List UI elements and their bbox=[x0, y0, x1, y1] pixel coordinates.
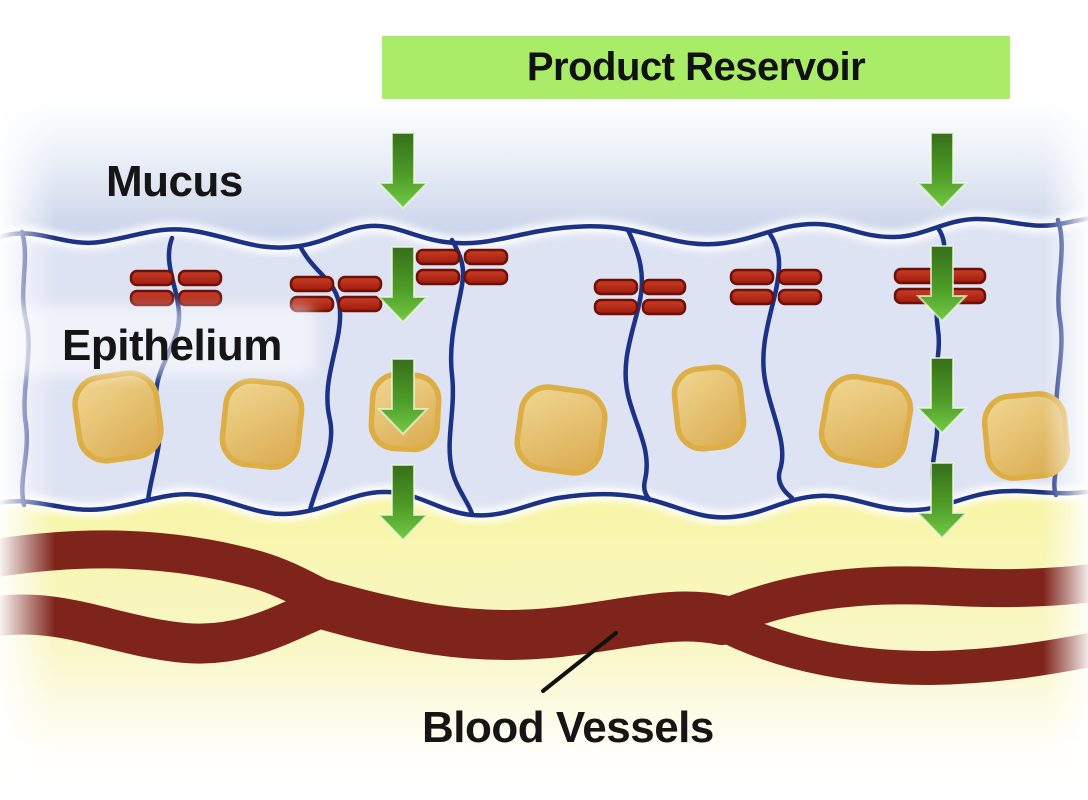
cell-nucleus bbox=[671, 364, 747, 452]
tight-junction bbox=[289, 275, 383, 313]
absorption-arrow bbox=[376, 464, 430, 542]
mucus-label: Mucus bbox=[106, 157, 243, 206]
tight-junction bbox=[129, 269, 223, 307]
product-reservoir-label: Product Reservoir bbox=[526, 45, 866, 89]
epithelium-label: Epithelium bbox=[62, 321, 282, 370]
absorption-arrow bbox=[376, 358, 430, 436]
pointer-line bbox=[541, 631, 618, 693]
absorption-arrow bbox=[376, 246, 430, 324]
tight-junctions bbox=[129, 248, 987, 316]
blood-vessel bbox=[290, 577, 747, 661]
tight-junction bbox=[593, 278, 687, 316]
blood-vessels-label: Blood Vessels bbox=[422, 703, 714, 752]
apical-membrane-line bbox=[0, 216, 1088, 250]
cell-nucleus bbox=[818, 373, 914, 469]
cell-nucleus bbox=[72, 370, 164, 464]
cell-nucleus bbox=[981, 391, 1071, 481]
cell-nucleus bbox=[219, 378, 305, 470]
cell-nucleus bbox=[514, 384, 608, 476]
tight-junction bbox=[415, 248, 509, 286]
product-reservoir-banner: Product Reservoir bbox=[382, 36, 1010, 99]
absorption-arrows-left bbox=[376, 132, 430, 542]
absorption-arrow bbox=[376, 132, 430, 210]
absorption-arrow bbox=[915, 245, 969, 323]
tight-junction bbox=[729, 268, 823, 306]
absorption-arrow bbox=[915, 132, 969, 210]
absorption-arrow bbox=[915, 462, 969, 540]
basal-membrane-line bbox=[0, 488, 1088, 520]
absorption-arrow bbox=[915, 357, 969, 435]
absorption-arrows-right bbox=[915, 132, 969, 540]
